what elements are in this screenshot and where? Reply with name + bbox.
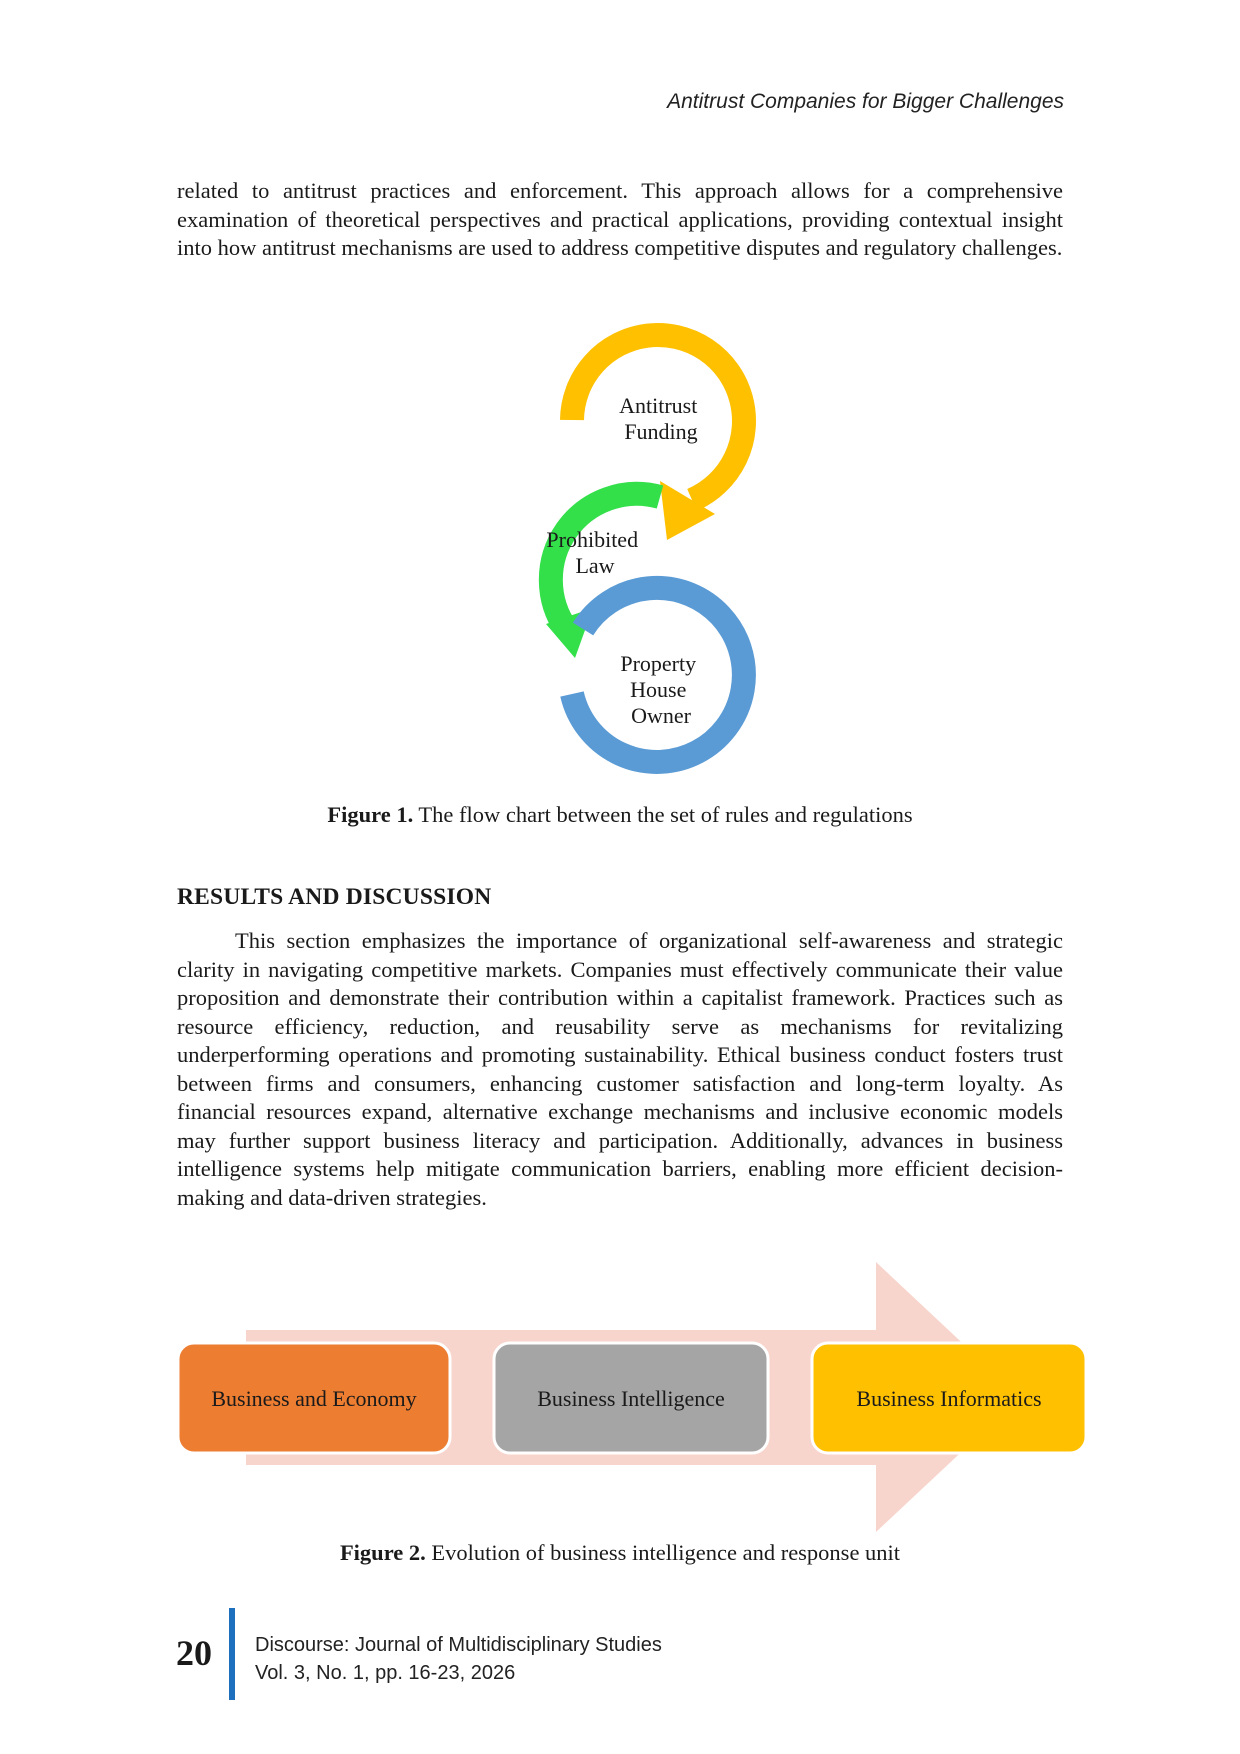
results-paragraph: This section emphasizes the importance o… bbox=[177, 928, 1063, 1210]
node-label-prohibited-law: Prohibited Law bbox=[546, 527, 643, 578]
svg-text:Business Informatics: Business Informatics bbox=[856, 1386, 1041, 1411]
process-box-business-intelligence: Business Intelligence bbox=[492, 1341, 770, 1455]
figure-2-caption-label: Figure 2. bbox=[339, 1540, 426, 1565]
figure-1-cycle-diagram: Antitrust Funding Prohibited Law Propert… bbox=[538, 323, 756, 774]
footer-journal-name: Discourse: Journal of Multidisciplinary … bbox=[255, 1634, 662, 1656]
process-box-business-and-economy: Business and Economy bbox=[176, 1341, 452, 1455]
page-number: 20 bbox=[176, 1633, 212, 1673]
node-label-antitrust-funding: Antitrust Funding bbox=[619, 393, 703, 444]
node-label-property-house-owner: Property House Owner bbox=[620, 651, 701, 728]
figure-1-caption-label: Figure 1. bbox=[327, 802, 414, 827]
figure-2-process-diagram: Business and Economy Business Intelligen… bbox=[176, 1262, 1088, 1532]
process-box-business-informatics: Business Informatics bbox=[810, 1341, 1088, 1455]
cycle-arc-antitrust-funding bbox=[560, 323, 756, 540]
footer-journal-info: Discourse: Journal of Multidisciplinary … bbox=[255, 1631, 662, 1687]
figure-2-caption-text: Evolution of business intelligence and r… bbox=[425, 1540, 901, 1565]
footer-volume-info: Vol. 3, No. 1, pp. 16-23, 2026 bbox=[255, 1662, 516, 1684]
footer-divider-bar bbox=[229, 1608, 235, 1700]
svg-text:Business and Economy: Business and Economy bbox=[211, 1386, 416, 1411]
figure-1-caption-text: The flow chart between the set of rules … bbox=[413, 802, 913, 827]
intro-paragraph: related to antitrust practices and enfor… bbox=[177, 178, 1063, 260]
running-head: Antitrust Companies for Bigger Challenge… bbox=[667, 90, 1064, 113]
svg-text:Business Intelligence: Business Intelligence bbox=[537, 1386, 725, 1411]
cycle-arc-property-house-owner bbox=[560, 575, 756, 774]
figure-2-caption: Figure 2. Evolution of business intellig… bbox=[0, 1540, 1240, 1566]
figure-1-caption: Figure 1. The flow chart between the set… bbox=[0, 802, 1240, 828]
section-heading-results: RESULTS AND DISCUSSION bbox=[177, 884, 492, 910]
